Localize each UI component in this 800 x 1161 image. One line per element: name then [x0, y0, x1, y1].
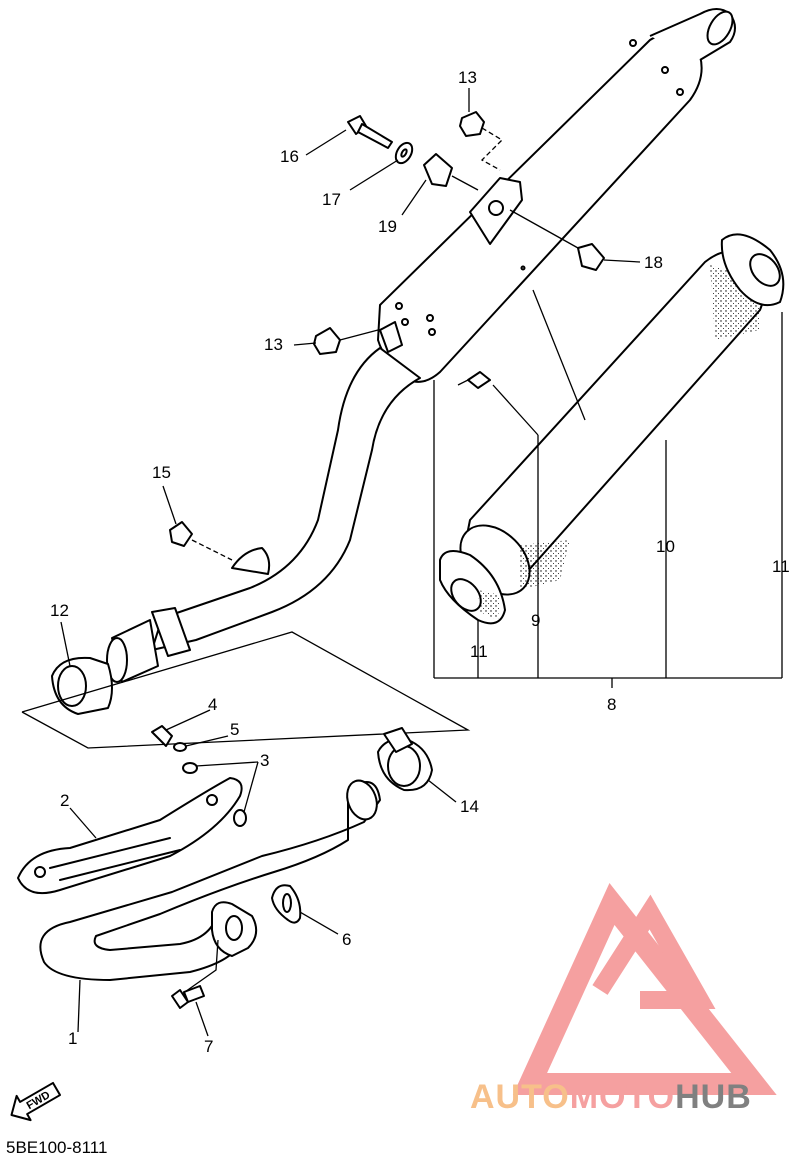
washer-3 — [182, 762, 247, 827]
clamp-14 — [377, 727, 433, 792]
callout-labels: 1 2 3 4 5 6 7 8 9 10 11 11 12 13 13 14 1… — [50, 68, 790, 1056]
callout-16: 16 — [280, 147, 299, 166]
washer-17 — [394, 141, 414, 165]
muffler-inlet-pipe — [151, 347, 421, 657]
fwd-arrow-icon: FWD — [10, 1081, 62, 1122]
bolt-16 — [347, 115, 393, 149]
collar-19 — [423, 153, 479, 191]
pin-9 — [457, 371, 491, 389]
bolt-7 — [171, 985, 205, 1009]
leader-lines — [60, 88, 641, 1037]
washer-5 — [173, 742, 187, 752]
callout-11-right: 11 — [772, 557, 790, 576]
callout-19: 19 — [378, 217, 397, 236]
connection-outline — [21, 631, 471, 749]
callout-13-top: 13 — [458, 68, 477, 87]
automotohub-logo: AUTOMOTOHUB — [470, 883, 777, 1116]
callout-14: 14 — [460, 797, 479, 816]
callout-3: 3 — [260, 751, 269, 770]
callout-9: 9 — [531, 611, 540, 630]
flange-1 — [211, 901, 258, 957]
nut-13-mid — [313, 327, 379, 355]
bolt-4 — [151, 725, 173, 747]
callout-5: 5 — [230, 720, 239, 739]
callout-10: 10 — [656, 537, 675, 556]
callout-11-left: 11 — [470, 642, 488, 661]
exhaust-pipe-1 — [39, 779, 381, 981]
svg-text:AUTOMOTOHUB: AUTOMOTOHUB — [470, 1078, 752, 1116]
gasket-6 — [271, 884, 302, 924]
callout-4: 4 — [208, 695, 217, 714]
assembly-bracket-8 — [433, 289, 783, 688]
callout-2: 2 — [60, 791, 69, 810]
callout-7: 7 — [204, 1037, 213, 1056]
gasket-12 — [51, 656, 113, 715]
collar-18 — [509, 209, 605, 271]
watermark-moto: MOTO — [570, 1078, 675, 1116]
bolt-15 — [169, 521, 233, 561]
heat-protector-2 — [17, 777, 243, 894]
callout-8: 8 — [607, 695, 616, 714]
watermark-hub: HUB — [675, 1078, 752, 1116]
nut-13-top — [459, 111, 504, 171]
muffler-assembly — [377, 8, 736, 383]
callout-6: 6 — [342, 930, 351, 949]
watermark-auto: AUTO — [470, 1078, 570, 1116]
callout-1: 1 — [68, 1029, 77, 1048]
callout-17: 17 — [322, 190, 341, 209]
gasket-11-top — [720, 233, 785, 306]
callout-15: 15 — [152, 463, 171, 482]
callout-13-mid: 13 — [264, 335, 283, 354]
gasket-11-bottom — [439, 550, 506, 625]
callout-18: 18 — [644, 253, 663, 272]
diagram-code: 5BE100-8111 — [6, 1138, 107, 1157]
sleeve-12-clip — [106, 619, 159, 683]
callout-12: 12 — [50, 601, 69, 620]
